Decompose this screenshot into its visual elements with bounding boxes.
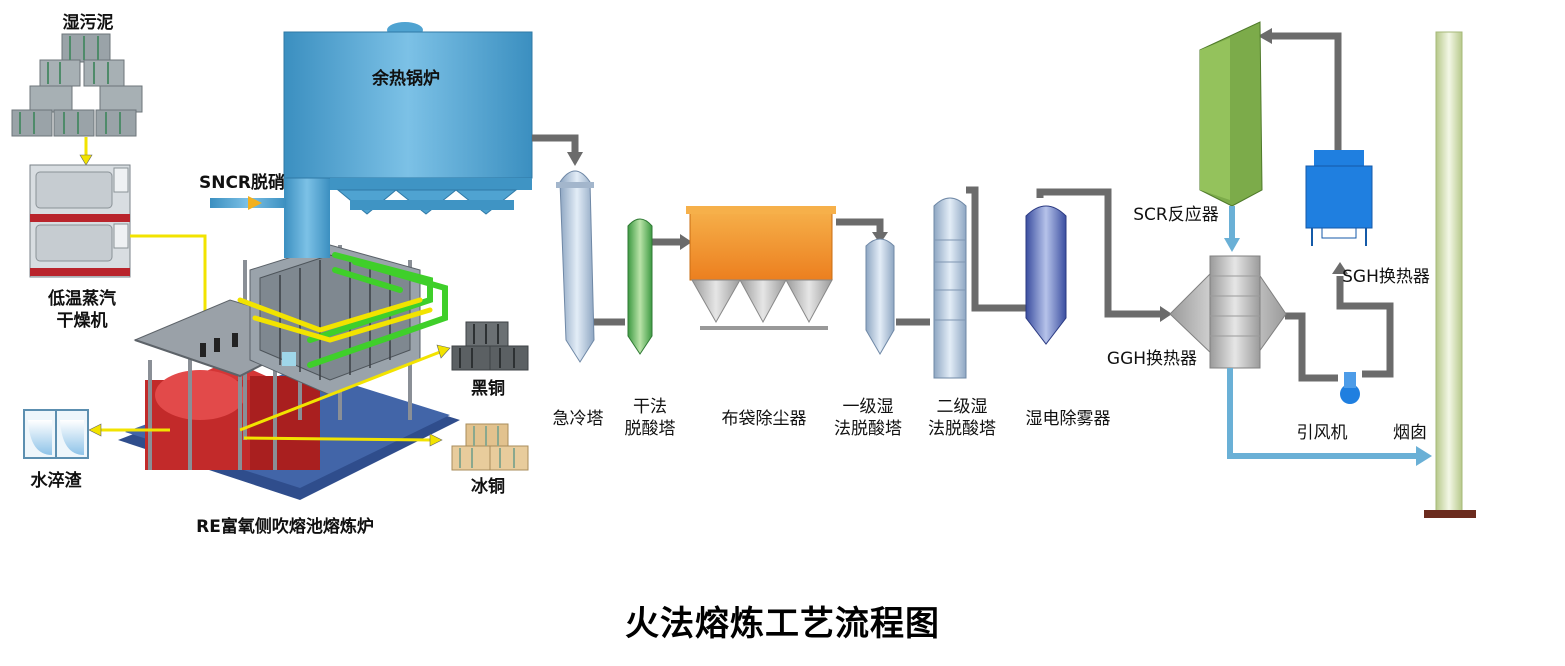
label-chimney: 烟囱 (1393, 423, 1427, 443)
label-dryer-line2: 干燥机 (56, 311, 108, 331)
re-oxygen-side-blown-furnace (118, 244, 460, 500)
black-copper-pile (451, 321, 529, 371)
low-temp-steam-dryer (29, 164, 131, 278)
label-water-quenched-slag: 水淬渣 (30, 471, 82, 491)
label-scr-reactor: SCR反应器 (1133, 205, 1219, 225)
label-ice-copper: 冰铜 (471, 477, 505, 497)
dry-deacidification-tower (627, 218, 653, 355)
waste-heat-boiler (283, 22, 533, 215)
water-quenched-slag-tank (23, 409, 89, 459)
sgh-heat-exchanger (1305, 150, 1373, 246)
quench-tower (556, 170, 595, 363)
wet-sludge-pile (11, 33, 143, 137)
diagram-caption: 火法熔炼工艺流程图 (625, 604, 940, 644)
label-dryer-line1: 低温蒸汽 (48, 289, 116, 309)
label-wet2-line2: 法脱酸塔 (928, 419, 996, 439)
label-ggh: GGH换热器 (1106, 349, 1198, 369)
label-wesp: 湿电除雾器 (1025, 409, 1111, 429)
ice-copper-pile (451, 423, 529, 471)
induced-draft-fan (1340, 372, 1360, 404)
label-dry-deacid-line2: 脱酸塔 (624, 419, 676, 439)
label-black-copper: 黑铜 (471, 379, 505, 399)
label-wet-sludge: 湿污泥 (62, 13, 114, 33)
bag-filter (686, 206, 836, 330)
label-wet1-line1: 一级湿 (842, 397, 894, 417)
label-wet1-line2: 法脱酸塔 (834, 419, 902, 439)
ggh-heat-exchanger (1169, 255, 1287, 369)
flue-gas-line (532, 32, 1394, 382)
scr-reactor (1199, 21, 1263, 207)
label-sncr: SNCR脱硝 (198, 173, 286, 193)
label-dry-deacid-line1: 干法 (633, 397, 667, 417)
label-furnace: RE富氧侧吹熔池熔炼炉 (196, 517, 374, 537)
label-sgh: SGH换热器 (1342, 267, 1430, 287)
label-waste-heat-boiler: 余热锅炉 (372, 69, 440, 89)
boiler-downcomer (284, 178, 330, 258)
wet-electrostatic-precipitator (1025, 205, 1067, 345)
label-bag-filter: 布袋除尘器 (721, 409, 807, 429)
label-id-fan: 引风机 (1296, 423, 1348, 443)
label-wet2-line1: 二级湿 (936, 397, 988, 417)
sncr-injection-pipe (210, 196, 286, 210)
label-quench-tower: 急冷塔 (552, 409, 604, 429)
secondary-wet-deacidification-tower (933, 197, 967, 379)
chimney (1424, 31, 1476, 518)
primary-wet-deacidification-tower (865, 238, 895, 355)
